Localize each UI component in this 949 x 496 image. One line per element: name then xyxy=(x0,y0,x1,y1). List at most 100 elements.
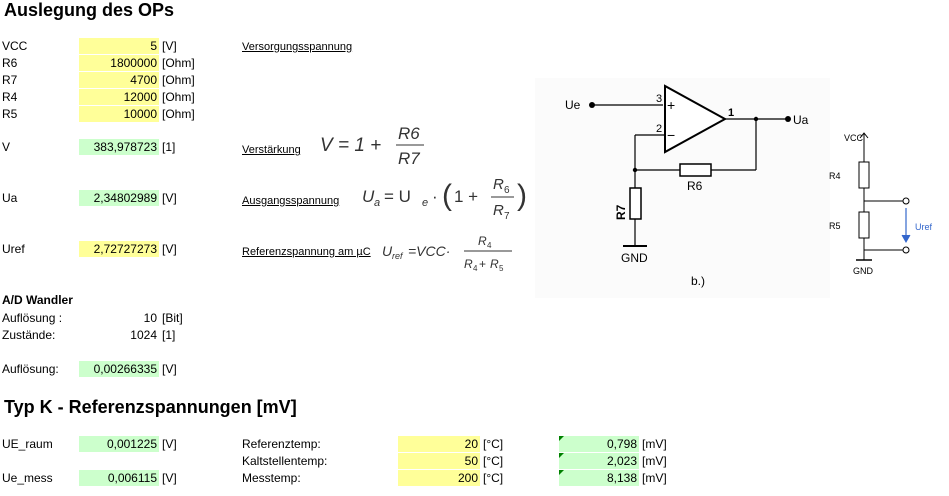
mv-unit: [mV] xyxy=(642,454,667,468)
svg-text:R: R xyxy=(493,202,504,219)
adc-lsb-label: Auflösung: xyxy=(2,362,59,376)
param-unit: [Ohm] xyxy=(162,90,195,104)
param-vcc-cell[interactable]: 5 xyxy=(79,38,159,54)
comment-indicator-icon xyxy=(559,453,564,458)
gain-formula-svg: V = 1 + R6 R7 xyxy=(320,124,424,168)
ue-terminal-label: Ue xyxy=(565,98,581,112)
temp-ref-cell[interactable]: 20 xyxy=(398,436,480,452)
svg-text:R: R xyxy=(464,257,473,271)
ue-mess-unit: [V] xyxy=(162,471,177,485)
divider-r4-label: R4 xyxy=(829,171,841,181)
ue-mess-label: Ue_mess xyxy=(2,471,53,485)
param-label: R7 xyxy=(2,73,18,87)
mv-unit: [mV] xyxy=(642,471,667,485)
adc-states-cell[interactable]: 1024 xyxy=(130,328,157,342)
param-label: R6 xyxy=(2,56,18,70)
svg-text:R6: R6 xyxy=(398,124,420,143)
ua-value-cell[interactable]: 2,34802989 xyxy=(79,190,159,206)
plus-sign: + xyxy=(667,97,675,113)
mv-meas-cell[interactable]: 8,138 xyxy=(559,470,639,486)
param-r6-cell[interactable]: 1800000 xyxy=(79,55,159,71)
uref-bottom-terminal xyxy=(902,246,910,254)
param-r7-cell[interactable]: 4700 xyxy=(79,72,159,88)
ua-unit: [V] xyxy=(162,191,177,205)
temp-unit: [°C] xyxy=(483,437,504,451)
adc-states-unit: [1] xyxy=(162,328,176,342)
adc-resolution-unit: [Bit] xyxy=(162,311,183,325)
svg-text:R: R xyxy=(490,257,499,271)
svg-text:7: 7 xyxy=(504,211,510,222)
vcc-arrow-icon xyxy=(859,132,869,139)
svg-text:6: 6 xyxy=(504,185,510,196)
voltage-divider-diagram: VCC R4 R5 GND Uref xyxy=(829,132,933,276)
divider-r5-label: R5 xyxy=(829,221,841,231)
pin3-label: 3 xyxy=(656,93,662,105)
mv-ref-cell[interactable]: 0,798 xyxy=(559,436,639,452)
ue-mess-cell[interactable]: 0,006115 xyxy=(79,470,159,486)
adc-resolution-cell[interactable]: 10 xyxy=(143,311,157,325)
opamp-symbol xyxy=(664,84,728,154)
param-label: R4 xyxy=(2,90,18,104)
resistor-r6 xyxy=(679,163,712,177)
param-unit: [Ohm] xyxy=(162,56,195,70)
gain-description: Verstärkung xyxy=(242,144,301,156)
svg-text:= U: = U xyxy=(384,187,411,206)
param-r5-cell[interactable]: 10000 xyxy=(79,106,159,122)
divider-gnd-label: GND xyxy=(853,266,874,276)
ua-terminal-dot xyxy=(785,116,791,122)
svg-text:ref: ref xyxy=(392,251,404,261)
gain-value-cell[interactable]: 383,978723 xyxy=(79,139,159,155)
r7-label: R7 xyxy=(614,204,628,220)
svg-text:5: 5 xyxy=(499,264,504,273)
temp-unit: [°C] xyxy=(483,454,504,468)
uref-formula: U ref =VCC· R 4 R 4 + R 5 xyxy=(380,228,520,278)
svg-text:e: e xyxy=(422,197,428,209)
minus-sign: − xyxy=(667,127,675,143)
adc-lsb-cell[interactable]: 0,00266335 xyxy=(79,361,159,377)
mv-value: 0,798 xyxy=(606,437,637,451)
ua-label: Ua xyxy=(2,191,18,205)
mv-unit: [mV] xyxy=(642,437,667,451)
ua-formula-svg: U a = U e · ( 1 + R 6 R 7 ) xyxy=(362,176,527,222)
adc-lsb-unit: [V] xyxy=(162,362,177,376)
param-label: VCC xyxy=(2,39,28,53)
ua-formula: U a = U e · ( 1 + R 6 R 7 ) xyxy=(360,172,532,222)
section-title-typ-k: Typ K - Referenzspannungen [mV] xyxy=(4,397,297,417)
uref-label: Uref xyxy=(2,242,25,256)
divider-uref-label: Uref xyxy=(915,222,933,232)
temp-label: Referenztemp: xyxy=(242,437,321,451)
temp-label: Kaltstellentemp: xyxy=(242,454,328,468)
svg-text:4: 4 xyxy=(487,241,492,250)
gain-label: V xyxy=(2,140,11,154)
ue-raum-label: UE_raum xyxy=(2,437,53,451)
param-label: R5 xyxy=(2,107,18,121)
pin1-label: 1 xyxy=(728,107,734,119)
mv-value: 2,023 xyxy=(606,454,637,468)
pin2-label: 2 xyxy=(656,123,662,135)
mv-cold-cell[interactable]: 2,023 xyxy=(559,453,639,469)
svg-text:R: R xyxy=(478,234,487,248)
uref-formula-svg: U ref =VCC· R 4 R 4 + R 5 xyxy=(382,234,512,273)
svg-text:(: ( xyxy=(442,179,452,212)
svg-text:1 +: 1 + xyxy=(454,187,478,206)
param-r4-cell[interactable]: 12000 xyxy=(79,89,159,105)
uref-value-cell[interactable]: 2,72727273 xyxy=(79,241,159,257)
uref-description: Referenzspannung am µC xyxy=(242,246,371,258)
uref-arrow-icon xyxy=(901,234,911,244)
page-title: Auslegung des OPs xyxy=(4,0,175,20)
temp-meas-cell[interactable]: 200 xyxy=(398,470,480,486)
ua-description: Ausgangsspannung xyxy=(242,195,340,207)
temp-label: Messtemp: xyxy=(242,471,301,485)
adc-title: A/D Wandler xyxy=(2,293,73,307)
temp-cold-cell[interactable]: 50 xyxy=(398,453,480,469)
adc-resolution-label: Auflösung : xyxy=(2,311,63,325)
param-unit: [V] xyxy=(162,39,177,53)
ue-raum-unit: [V] xyxy=(162,437,177,451)
temp-unit: [°C] xyxy=(483,471,504,485)
ue-raum-cell[interactable]: 0,001225 xyxy=(79,436,159,452)
divider-vcc-label: VCC xyxy=(844,133,864,143)
gain-formula: V = 1 + R6 R7 xyxy=(318,122,428,170)
diagram-caption: b.) xyxy=(691,274,705,288)
opamp-circuit-diagram: Ue 3 + − 2 1 Ua R6 R7 GND b.) xyxy=(535,78,830,298)
svg-text:U: U xyxy=(382,243,393,259)
